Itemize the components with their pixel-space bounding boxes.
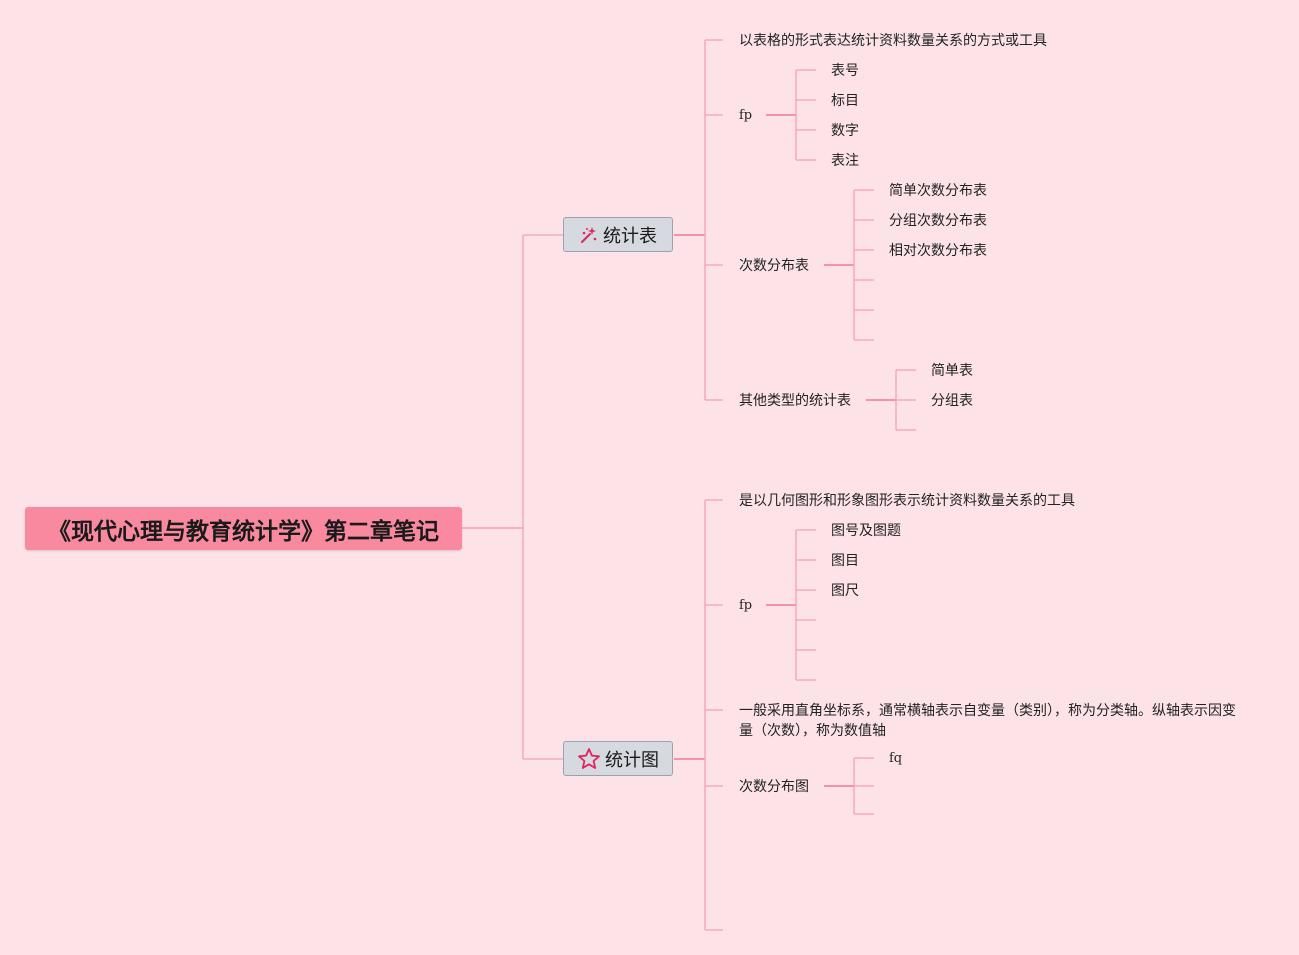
table-fp-item[interactable]: 表号 [831, 63, 859, 79]
branch-statistical-table[interactable]: 统计表 [563, 217, 673, 252]
table-fp[interactable]: fp [739, 108, 753, 123]
other-tables-item[interactable]: 简单表 [931, 363, 973, 379]
chart-definition[interactable]: 是以几何图形和形象图形表示统计资料数量关系的工具 [739, 493, 1075, 509]
chart-fp-item[interactable]: 图尺 [831, 583, 859, 599]
table-fp-item[interactable]: 数字 [831, 123, 859, 139]
axis-note[interactable]: 一般采用直角坐标系，通常横轴表示自变量（类别），称为分类轴。纵轴表示因变量（次数… [739, 703, 1236, 739]
chart-fp-item[interactable]: 图号及图题 [831, 523, 901, 539]
chart-fp-item[interactable]: 图目 [831, 553, 859, 569]
chart-fp[interactable]: fp [739, 598, 753, 613]
freq-table-item[interactable]: 简单次数分布表 [889, 183, 987, 199]
other-tables-topic[interactable]: 其他类型的统计表 [739, 393, 851, 409]
table-fp-item[interactable]: 标目 [831, 93, 859, 109]
other-tables-item[interactable]: 分组表 [931, 393, 973, 409]
branch-statistical-chart[interactable]: 统计图 [563, 741, 673, 776]
table-definition[interactable]: 以表格的形式表达统计资料数量关系的方式或工具 [739, 33, 1047, 49]
freq-table-topic[interactable]: 次数分布表 [739, 258, 809, 274]
table-fp-item[interactable]: 表注 [831, 153, 859, 169]
branch-label: 统计图 [605, 749, 659, 771]
star-icon [578, 747, 600, 769]
freq-chart-topic[interactable]: 次数分布图 [739, 779, 809, 795]
freq-table-item[interactable]: 相对次数分布表 [889, 243, 987, 259]
branch-label: 统计表 [603, 225, 657, 247]
root-title: 《现代心理与教育统计学》第二章笔记 [48, 518, 439, 545]
freq-table-item[interactable]: 分组次数分布表 [889, 213, 987, 229]
magic-wand-icon [581, 226, 597, 243]
freq-chart-fq[interactable]: fq [889, 751, 903, 766]
root-topic[interactable]: 《现代心理与教育统计学》第二章笔记 [25, 507, 462, 550]
